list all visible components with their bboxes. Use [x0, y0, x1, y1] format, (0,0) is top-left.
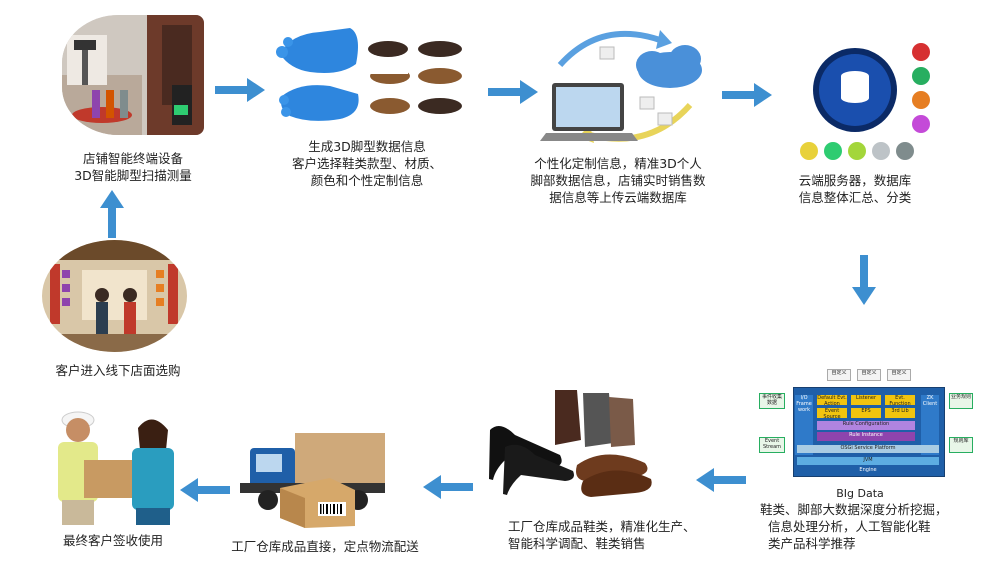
- foot-and-shoes-illustration: [276, 28, 462, 121]
- bd-inner-1-2: Listener: [851, 395, 881, 405]
- big-data-caption: 鞋类、脚部大数据深度分析挖掘， 信息处理分析，人工智能化鞋 类产品科学推荐: [760, 502, 948, 551]
- bd-inner-2-3: 3rd Lib: [885, 408, 915, 418]
- bd-jvm: JVM: [797, 457, 939, 465]
- bd-inner-2-2: EPS: [851, 408, 881, 418]
- laptop-cloud-illustration: [540, 30, 702, 143]
- arrow-left-1: [696, 468, 746, 492]
- arrow-up: [100, 190, 124, 238]
- bd-top-box-3: 自定义: [887, 369, 911, 381]
- customer-sign-caption: 最终客户签收使用: [62, 533, 163, 548]
- foot-model-image: [270, 24, 470, 129]
- truck-box-illustration: [240, 433, 385, 528]
- bd-right-box-1: 业务规则: [949, 393, 973, 409]
- bd-inner-1-1: Default Evt. Action: [817, 395, 847, 405]
- arrow-right-3: [722, 83, 772, 107]
- cloud-server-image: [795, 38, 945, 163]
- delivery-people-illustration: [58, 411, 174, 525]
- database-server-illustration: [800, 43, 930, 160]
- bd-left-box-1: 事件收集数据: [759, 393, 785, 409]
- bd-top-box-2: 自定义: [857, 369, 881, 381]
- bd-left-box-2: Event Stream: [759, 437, 785, 453]
- factory-shoes-image: [485, 385, 655, 505]
- logistics-caption: 工厂仓库成品直接，定点物流配送: [231, 539, 419, 554]
- store-visit-caption: 客户进入线下店面选购: [55, 363, 181, 378]
- shoes-illustration: [489, 390, 652, 497]
- foot-model-caption: 生成3D脚型数据信息 客户选择鞋类款型、材质、 颜色和个性定制信息: [291, 139, 442, 188]
- bd-engine-label: Engine: [859, 467, 877, 473]
- arrow-right-1: [215, 78, 265, 102]
- customer-sign-image: [40, 400, 190, 525]
- big-data-title: BIg Data: [836, 487, 884, 500]
- big-data-diagram: 自定义 自定义 自定义 I/O Frame work ZK Client Def…: [755, 365, 975, 485]
- cloud-server-caption: 云端服务器，数据库 信息整体汇总、分类: [798, 173, 912, 205]
- store-device-image: [62, 15, 204, 135]
- arrow-left-3: [180, 478, 230, 502]
- bd-io-box: I/O Frame work: [795, 395, 813, 455]
- arrow-left-2: [423, 475, 473, 499]
- cloud-upload-image: [540, 25, 710, 150]
- bd-inner-1-3: Evt. Function: [885, 395, 915, 405]
- bd-inner-2-1: Event Source: [817, 408, 847, 418]
- shop-interior-illustration: [42, 240, 187, 352]
- bd-top-box-1: 自定义: [827, 369, 851, 381]
- factory-sales-caption: 工厂仓库成品鞋类，精准化生产、 智能科学调配、鞋类销售: [508, 519, 696, 551]
- bd-rule-instance: Rule Instance: [817, 432, 915, 441]
- logistics-image: [240, 428, 390, 528]
- store-visit-image: [42, 240, 187, 352]
- store-device-caption: 店铺智能终端设备 3D智能脚型扫描测量: [74, 151, 192, 183]
- cloud-upload-caption: 个性化定制信息，精准3D个人 脚部数据信息，店铺实时销售数 据信息等上传云端数据…: [530, 156, 706, 205]
- store-scanner-illustration: [62, 15, 204, 135]
- bd-osgi: OSGi Service Platform: [797, 445, 939, 453]
- bd-rule-config: Rule Configuration: [817, 421, 915, 430]
- arrow-down: [852, 255, 876, 305]
- bd-zk-box: ZK Client: [921, 395, 939, 455]
- bd-right-box-2: 规则库: [949, 437, 973, 453]
- arrow-right-2: [488, 80, 538, 104]
